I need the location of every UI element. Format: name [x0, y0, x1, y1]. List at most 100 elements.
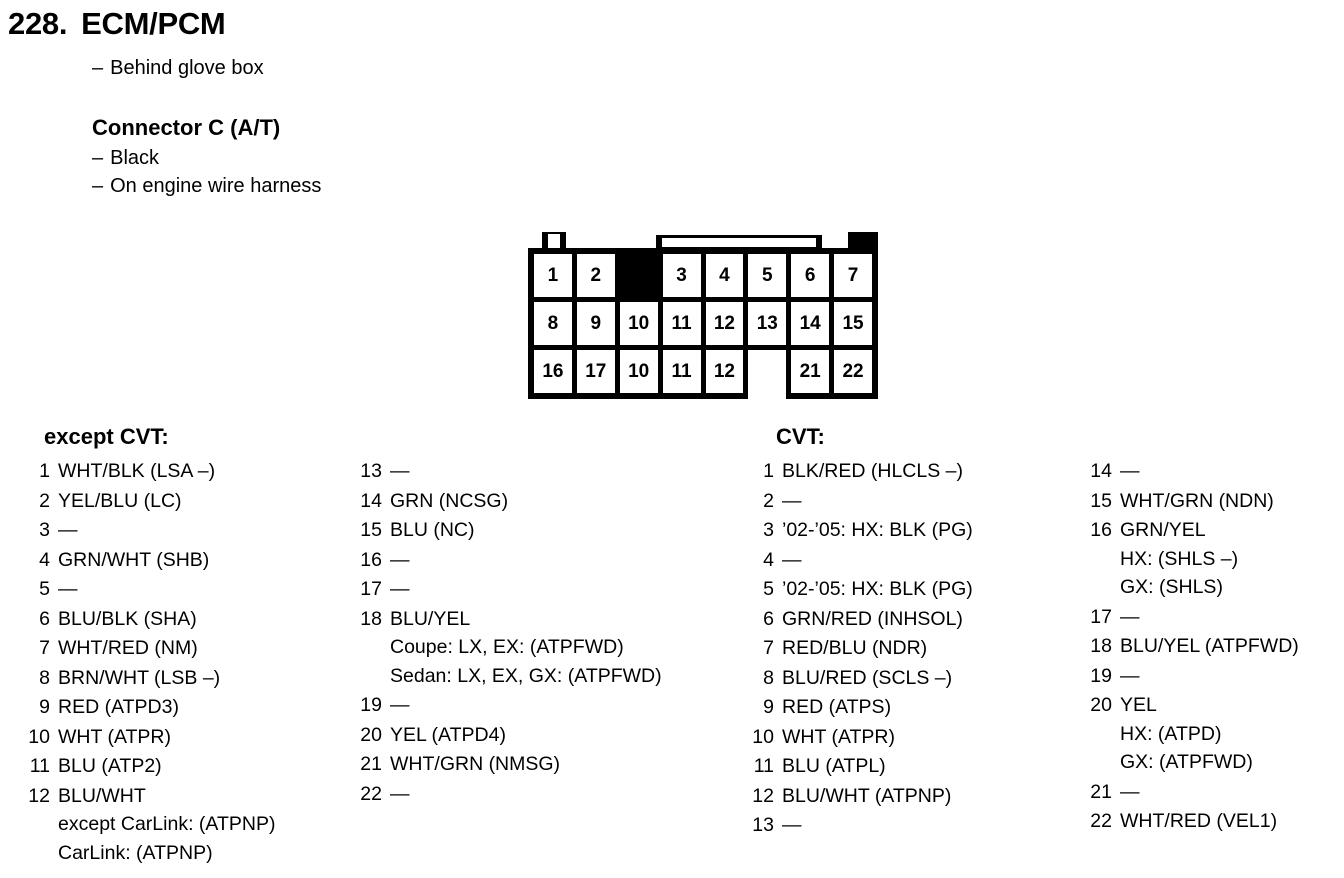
- pin-body: WHT/GRN (NDN): [1120, 491, 1344, 512]
- pin-wire-label: WHT (ATPR): [58, 725, 172, 748]
- pin-wire-label: BLU (ATP2): [58, 755, 162, 777]
- pin-row: 13 —: [748, 814, 1088, 836]
- pin-cell: 13: [748, 302, 787, 345]
- pin-body: GRN (NCSG): [390, 491, 756, 512]
- pin-number: 17: [1090, 605, 1112, 628]
- connector-note-color-text: Black: [110, 147, 160, 169]
- pin-body: GRN/WHT (SHB): [58, 548, 354, 571]
- pin-wire-label: GRN/WHT (SHB): [58, 548, 210, 571]
- pin-wire-label: —: [1120, 605, 1140, 628]
- pin-body: —: [390, 784, 756, 805]
- pin-variant-label: GX: (SHLS): [1120, 576, 1223, 598]
- pin-number: 15: [1090, 489, 1112, 512]
- pin-number: 9: [763, 696, 774, 718]
- pin-number: 17: [360, 578, 382, 600]
- pin-row: 2—: [748, 489, 1088, 512]
- pin-variant-label: CarLink: (ATPNP): [58, 841, 213, 864]
- pin-body: —: [1120, 460, 1344, 482]
- pin-body: —: [1120, 782, 1344, 803]
- pin-number: 19: [1090, 664, 1112, 687]
- pin-variant-label: Coupe: LX, EX: (ATPFWD): [390, 636, 624, 658]
- pin-cell-blank: [619, 254, 658, 297]
- pin-wire-label: RED (ATPS): [782, 696, 892, 718]
- location-text: Behind glove box: [110, 57, 264, 79]
- pin-cell-blank: [748, 350, 787, 399]
- pin-variant-label: except CarLink: (ATPNP): [58, 813, 276, 835]
- pin-number: 2: [39, 489, 50, 512]
- pin-wire-label: —: [390, 578, 410, 600]
- pin-cell: 9: [576, 302, 615, 345]
- pin-wire-label: —: [390, 460, 410, 482]
- pin-number: 3: [763, 519, 774, 541]
- connector-row-2: 8 9 10 11 12 13 14 15: [534, 302, 872, 345]
- pin-cell: 17: [576, 350, 615, 393]
- pin-number: 16: [1090, 519, 1112, 541]
- bullet-dash-icon: –: [92, 147, 104, 169]
- pin-number: 11: [29, 755, 50, 777]
- pin-variant-label: GX: (ATPFWD): [1120, 751, 1253, 773]
- pin-number: 13: [360, 460, 382, 482]
- pin-number: 10: [752, 725, 774, 748]
- pin-number: 16: [360, 548, 382, 571]
- pin-wire-label: YEL (ATPD4): [390, 723, 506, 746]
- pin-body: RED (ATPS): [782, 696, 1088, 718]
- connector-tab-left-notch: [548, 234, 560, 250]
- pin-wire-label: —: [1120, 460, 1140, 482]
- pin-number: 1: [763, 460, 774, 482]
- pin-body: WHT/RED (NM): [58, 638, 354, 659]
- pin-body: —: [782, 550, 1088, 571]
- pin-row: 11 BLU (ATP2): [24, 755, 354, 777]
- pin-cell: 12: [705, 302, 744, 345]
- pin-body: —: [390, 460, 756, 482]
- connector-notes: –Black –On engine wire harness: [92, 148, 321, 204]
- pin-wire-label: WHT/BLK (LSA –): [58, 460, 216, 482]
- pin-variant-label: HX: (ATPD): [1120, 722, 1222, 745]
- pin-number: 20: [1090, 694, 1112, 716]
- pin-body: BLU/BLK (SHA): [58, 607, 354, 630]
- pin-row: 3’02-’05: HX: BLK (PG): [748, 519, 1088, 541]
- pin-number: 19: [360, 694, 382, 716]
- connector-grid: 1 2 3 4 5 6 7 8 9 10 11 12 13 14 15 16 1…: [528, 248, 878, 399]
- pin-cell: 4: [705, 254, 744, 297]
- pin-wire-label: WHT (ATPR): [782, 725, 896, 748]
- section-heading-cvt: CVT:: [776, 424, 825, 449]
- pin-wire-label: GRN/YEL: [1120, 519, 1206, 541]
- pin-row: 16 —: [356, 548, 756, 571]
- pin-number: 5: [39, 578, 50, 600]
- pin-number: 10: [28, 725, 50, 748]
- pin-wire-label: BLU/YEL (ATPFWD): [1120, 635, 1299, 657]
- pin-row: 19 —: [1086, 664, 1344, 687]
- pin-body: —: [1120, 666, 1344, 687]
- connector-note-color: –Black: [92, 148, 321, 168]
- pin-cell: 7: [834, 254, 872, 297]
- pin-row: 3—: [24, 520, 354, 541]
- pin-row: 17 —: [1086, 605, 1344, 628]
- pin-wire-label: —: [782, 814, 802, 836]
- location-note: –Behind glove box: [92, 58, 264, 78]
- pin-wire-label: —: [782, 489, 802, 512]
- pin-wire-label: BLU/BLK (SHA): [58, 607, 197, 630]
- pin-body: ’02-’05: HX: BLK (PG): [782, 579, 1088, 600]
- pin-number: 13: [752, 814, 774, 836]
- pin-row: 19 —: [356, 694, 756, 716]
- pin-body: BLU (ATPL): [782, 756, 1088, 777]
- pin-cell: 15: [834, 302, 872, 345]
- page-title-text: ECM/PCM: [81, 6, 226, 41]
- pin-body: WHT (ATPR): [782, 725, 1088, 748]
- pin-wire-label: —: [390, 548, 410, 571]
- section-heading-except-cvt: except CVT:: [44, 424, 169, 449]
- pin-wire-label: —: [390, 694, 410, 716]
